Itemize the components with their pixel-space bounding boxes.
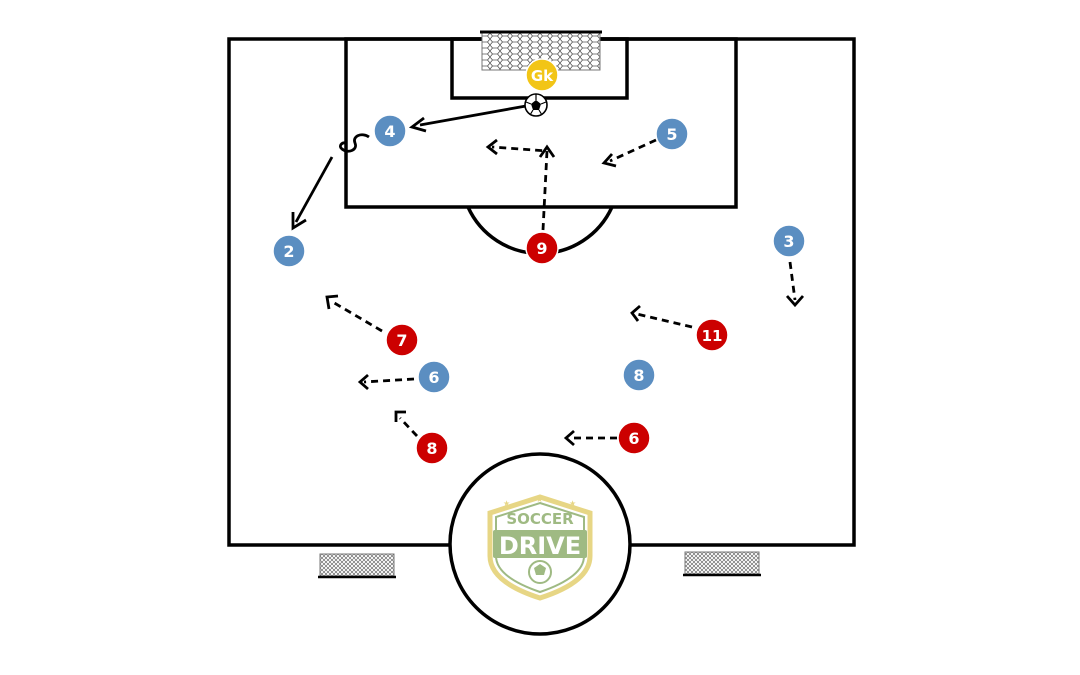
arrowhead-icon	[485, 138, 498, 156]
goalkeeper-token: Gk	[525, 58, 559, 92]
logo-line-2: DRIVE	[499, 532, 581, 560]
run-path-red-7	[325, 294, 383, 333]
player-number: 7	[396, 331, 407, 350]
arrowhead-icon	[563, 429, 575, 447]
player-number: 5	[666, 125, 677, 144]
red-player-6: 6	[617, 421, 651, 455]
arrowhead-icon	[601, 153, 617, 168]
arrowhead-icon	[325, 294, 339, 310]
run-path-blue-5	[601, 138, 657, 168]
blue-player-3: 3	[772, 224, 806, 258]
mini-goal-net-icon	[683, 551, 761, 577]
player-number: 11	[702, 327, 723, 345]
arrowhead-icon	[394, 410, 406, 422]
mini-goal-net-icon	[318, 553, 396, 579]
svg-text:★: ★	[503, 499, 510, 508]
blue-team: 4 5 2 3 6 8	[272, 114, 806, 394]
run-path-red-11	[630, 304, 693, 329]
dribble-path	[291, 133, 370, 231]
run-path-red-6	[563, 429, 617, 447]
player-number: 6	[428, 368, 439, 387]
run-path-red-8	[394, 410, 419, 437]
soccer-drive-logo: ★ ★ ★ SOCCER DRIVE	[487, 494, 593, 601]
run-path-red-9	[491, 145, 549, 231]
svg-text:★: ★	[536, 495, 543, 504]
movement-paths	[291, 104, 805, 447]
blue-player-4: 4	[373, 114, 407, 148]
player-number: 2	[283, 242, 294, 261]
red-player-7: 7	[385, 323, 419, 357]
player-number: 8	[426, 439, 437, 458]
goalkeeper-label: Gk	[531, 67, 554, 85]
player-number: 8	[633, 366, 644, 385]
logo-line-1: SOCCER	[506, 510, 574, 528]
arrowhead-icon	[630, 304, 641, 322]
arrowhead-icon	[538, 144, 556, 158]
arrowhead-icon	[785, 295, 805, 308]
pass-arrow	[408, 104, 527, 133]
svg-text:★: ★	[569, 499, 576, 508]
red-player-9: 9	[525, 231, 559, 265]
player-number: 6	[628, 429, 639, 448]
arrowhead-icon	[291, 212, 307, 231]
run-path-blue-6	[357, 373, 415, 391]
player-number: 4	[384, 122, 395, 141]
blue-player-5: 5	[655, 117, 689, 151]
red-player-8: 8	[415, 431, 449, 465]
red-team: 9 7 11 8 6	[385, 231, 729, 465]
red-player-11: 11	[695, 318, 729, 352]
blue-player-2: 2	[272, 234, 306, 268]
run-path-blue-3	[785, 261, 805, 308]
player-number: 9	[536, 239, 547, 258]
player-number: 3	[783, 232, 794, 251]
blue-player-6: 6	[417, 360, 451, 394]
soccer-ball-icon	[524, 93, 548, 117]
blue-player-8: 8	[622, 358, 656, 392]
arrowhead-icon	[357, 373, 369, 391]
arrowhead-icon	[408, 116, 427, 133]
